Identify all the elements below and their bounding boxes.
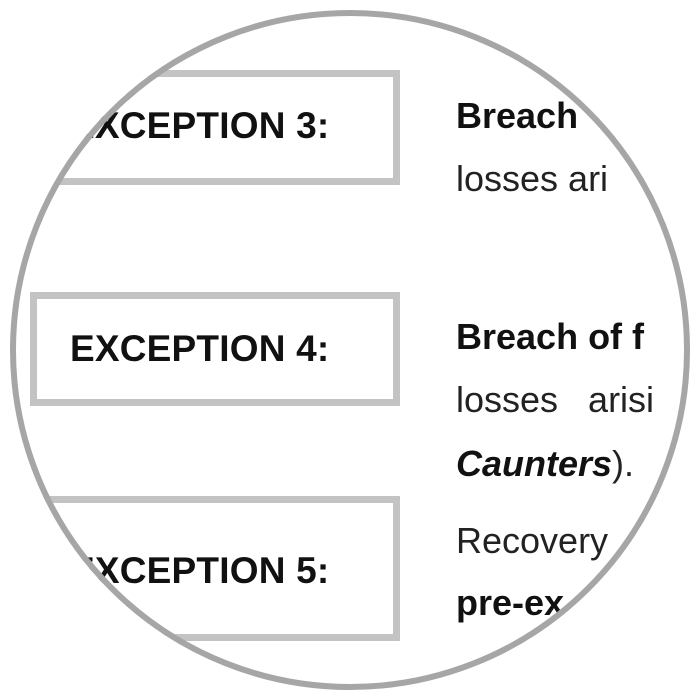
exception-3-line-2: losses ari — [456, 158, 609, 199]
exception-5-box — [30, 496, 400, 641]
magnifier-lens: EXCEPTION 3: Breach losses ari EXCEPTION… — [10, 10, 690, 690]
exception-4-label: EXCEPTION 4: — [70, 328, 330, 369]
case-name-caunters: Caunters — [456, 443, 613, 484]
exception-4-line-2: losses arisi — [456, 379, 655, 420]
exception-3-line-1: Breach — [456, 95, 579, 136]
exception-5-line-2: pre-ex — [456, 582, 565, 623]
exception-4-line-1: Breach of f — [456, 316, 645, 357]
exception-3-label: EXCEPTION 3: — [70, 105, 330, 146]
exception-4-box — [30, 292, 400, 406]
case-name-suffix: ). — [612, 443, 635, 484]
exception-5-line-1: Recovery — [456, 520, 609, 561]
exception-3-box — [30, 70, 400, 185]
exception-4-line-3: Caunters). — [456, 443, 634, 485]
document-page: EXCEPTION 3: Breach losses ari EXCEPTION… — [10, 10, 690, 690]
exception-5-label: EXCEPTION 5: — [70, 550, 330, 591]
